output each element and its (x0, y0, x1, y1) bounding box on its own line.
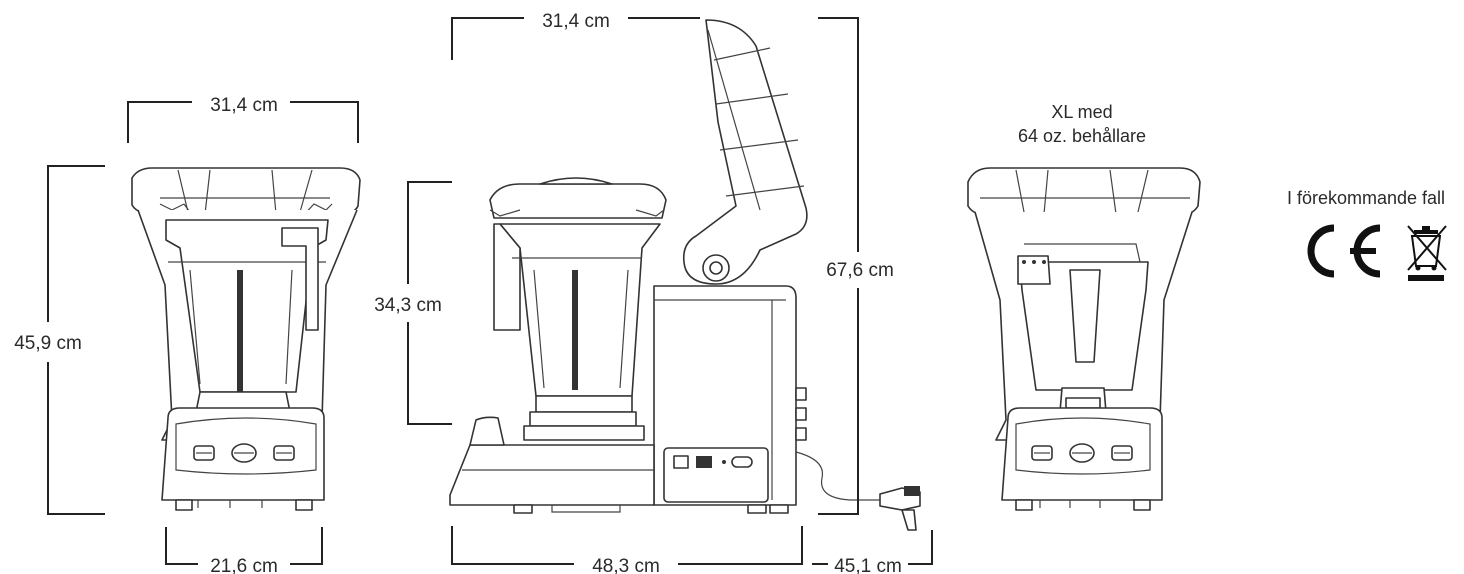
front-height-label: 45,9 cm (14, 333, 82, 354)
xl-label-line2: 64 oz. behållare (1018, 126, 1146, 146)
front-view-blender (131, 167, 361, 511)
ce-mark-icon (1307, 224, 1381, 278)
front-height-dimension (47, 165, 105, 515)
side-total-height-label: 67,6 cm (826, 260, 894, 281)
side-container-dimension (407, 181, 452, 425)
side-view-blender (449, 19, 921, 531)
side-total-height-dimension (818, 17, 859, 515)
front-width-label: 31,4 cm (210, 95, 278, 116)
side-width-label: 31,4 cm (542, 11, 610, 32)
front-width-dimension (127, 101, 359, 143)
front-base-dimension (165, 527, 323, 565)
cert-heading: I förekommande fall (1287, 188, 1445, 208)
cord-length-dimension (812, 530, 933, 565)
side-depth-dimension (451, 526, 803, 565)
xl-label-line1: XL med (1051, 102, 1112, 122)
rear-view-blender-xl (967, 167, 1201, 511)
side-width-dimension (451, 17, 700, 60)
cord-length-label: 45,1 cm (834, 556, 902, 574)
side-container-label: 34,3 cm (374, 295, 442, 316)
side-depth-label: 48,3 cm (592, 556, 660, 574)
front-base-label: 21,6 cm (210, 556, 278, 574)
weee-crossed-bin-icon (1407, 225, 1447, 281)
